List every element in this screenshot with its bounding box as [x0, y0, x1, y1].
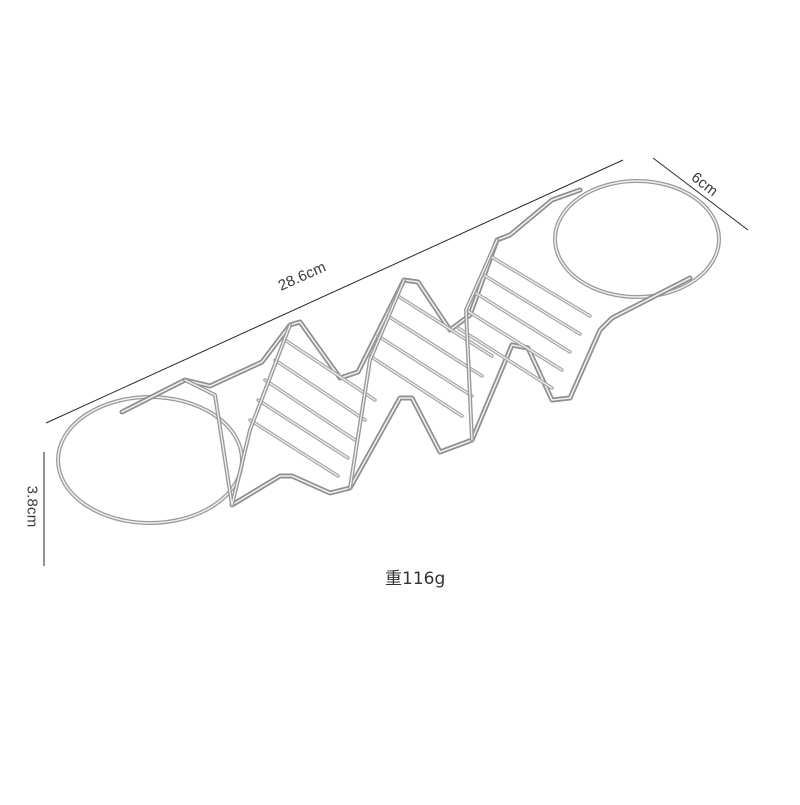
wire-holder — [56, 179, 721, 525]
right-ring-handle — [553, 179, 721, 299]
height-label: 3.8cm — [23, 485, 41, 528]
frame-uprights — [183, 238, 499, 507]
length-dimension-line — [45, 159, 624, 424]
dimension-lines — [43, 157, 749, 566]
frame-uprights-highlight — [184, 239, 498, 506]
weight-label: 重116g — [385, 569, 446, 589]
left-ring-handle — [56, 395, 244, 525]
cross-bars-highlight — [249, 255, 591, 477]
back-rail — [119, 187, 583, 415]
front-rail — [229, 275, 693, 508]
width-dimension-line — [652, 157, 749, 231]
